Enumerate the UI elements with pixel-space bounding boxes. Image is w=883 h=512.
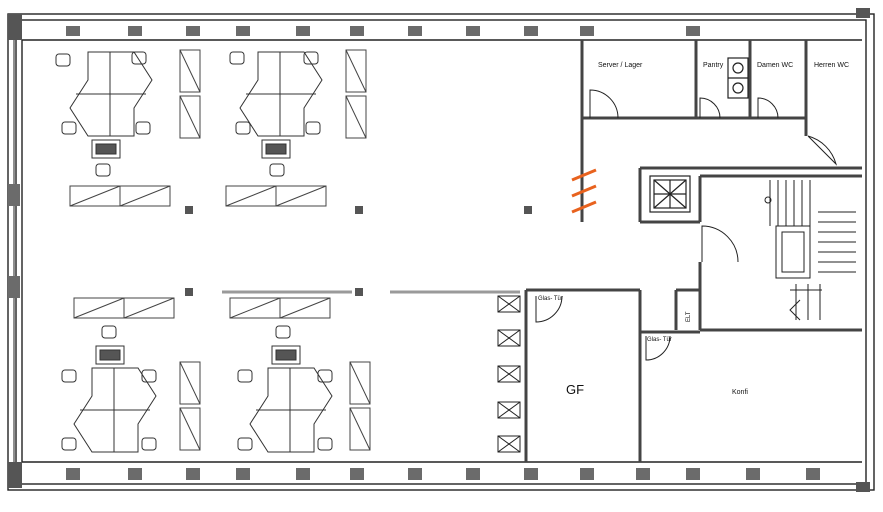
desk-cluster-bottom-left bbox=[61, 325, 157, 453]
room-label-server-lager: Server / Lager bbox=[598, 62, 643, 69]
columns bbox=[185, 206, 532, 296]
room-label-damen-wc: Damen WC bbox=[757, 62, 793, 69]
desk-cluster-bottom-right bbox=[237, 325, 333, 453]
room-label-konfi: Konfi bbox=[732, 389, 748, 396]
storage-boxes bbox=[497, 295, 521, 453]
interior-walls bbox=[524, 40, 862, 462]
room-label-herren-wc: Herren WC bbox=[814, 62, 849, 69]
outer-walls bbox=[7, 13, 875, 491]
top-piers bbox=[66, 26, 700, 36]
staircase bbox=[764, 180, 856, 321]
left-piers bbox=[8, 184, 20, 298]
room-label-gf: GF bbox=[566, 382, 584, 397]
room-label-pantry: Pantry bbox=[703, 62, 724, 69]
orange-marks bbox=[571, 168, 597, 214]
glass-door-label-gf: Glas- Tür bbox=[538, 296, 563, 302]
shaft bbox=[649, 57, 749, 213]
cabinets bbox=[69, 49, 371, 451]
corner-blocks bbox=[8, 8, 870, 492]
bottom-piers bbox=[66, 468, 820, 480]
glass-door-label-konfi: Glas- Tür bbox=[647, 337, 672, 343]
desk-cluster-top-right bbox=[229, 51, 323, 177]
desk-cluster-top-left bbox=[55, 51, 153, 177]
doors bbox=[535, 89, 837, 361]
elt-label: ELT bbox=[686, 311, 692, 322]
